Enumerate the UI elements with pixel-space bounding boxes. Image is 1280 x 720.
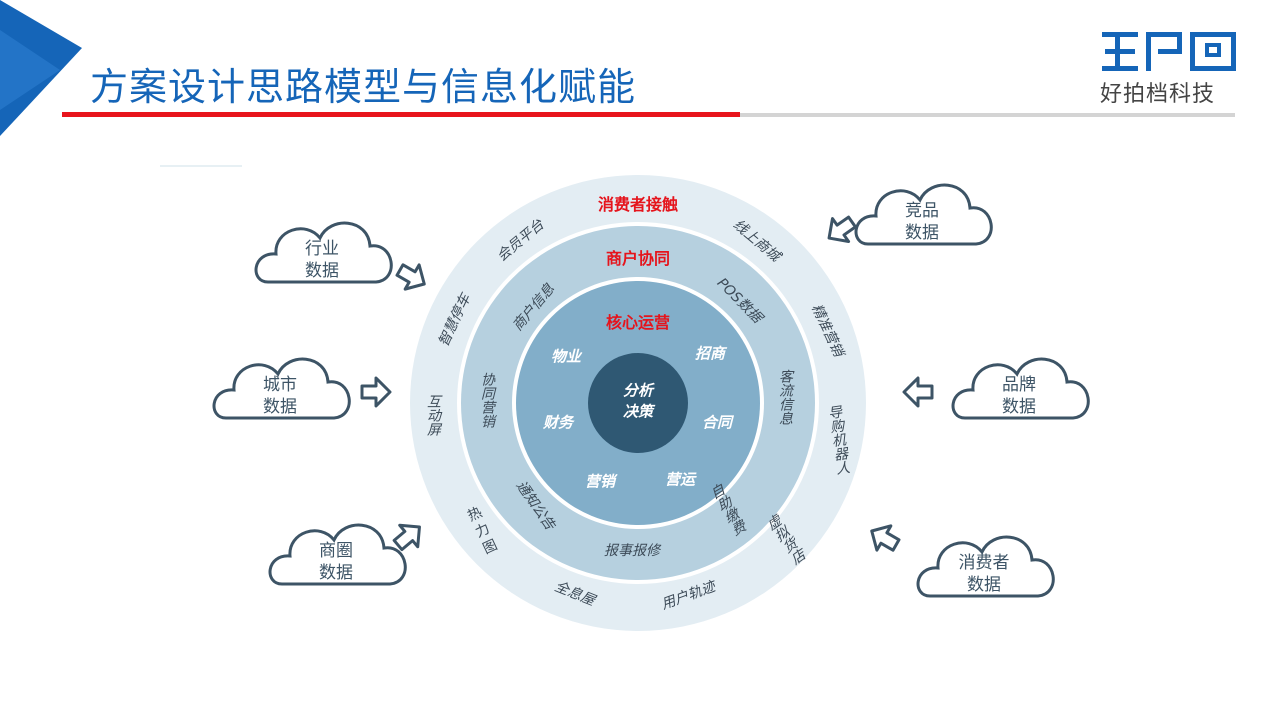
inner-item: 合同 bbox=[701, 413, 733, 432]
middle-ring-title: 商户协同 bbox=[605, 249, 671, 268]
inner-item: 物业 bbox=[550, 347, 582, 366]
corner-triangle-inner bbox=[0, 30, 60, 110]
inner-ring-title: 核心运营 bbox=[605, 313, 671, 332]
source-district: 商圈数据 bbox=[319, 541, 353, 583]
arrow-icon bbox=[863, 517, 905, 559]
page-title: 方案设计思路模型与信息化赋能 bbox=[90, 65, 637, 109]
arrow-icon bbox=[391, 256, 433, 298]
logo-subtitle: 好拍档科技 bbox=[1100, 82, 1216, 107]
middle-item: 报事报修 bbox=[604, 543, 660, 559]
outer-item: 互动屏 bbox=[425, 394, 441, 436]
title-divider bbox=[740, 113, 1235, 117]
source-competitor: 竞品数据 bbox=[905, 201, 939, 243]
logo-mark bbox=[1102, 32, 1236, 71]
inner-item: 招商 bbox=[694, 344, 726, 363]
title-underline bbox=[62, 112, 740, 117]
middle-item: 协同营销 bbox=[479, 372, 495, 428]
source-city: 城市数据 bbox=[263, 375, 297, 417]
inner-item: 财务 bbox=[542, 413, 574, 432]
inner-item: 营销 bbox=[584, 472, 616, 491]
core-line1: 分析 bbox=[622, 381, 654, 400]
core-line2: 决策 bbox=[622, 402, 654, 421]
source-consumer: 消费者数据 bbox=[958, 553, 1010, 595]
inner-item: 营运 bbox=[664, 470, 696, 489]
ring-core bbox=[588, 353, 688, 453]
arrow-icon bbox=[360, 376, 392, 408]
middle-item: 客流信息 bbox=[777, 369, 793, 425]
outer-ring-title: 消费者接触 bbox=[597, 195, 679, 214]
source-industry: 行业数据 bbox=[305, 239, 339, 281]
source-brand: 品牌数据 bbox=[1002, 375, 1036, 417]
arrow-icon bbox=[902, 376, 934, 408]
arrow-icon bbox=[819, 209, 862, 252]
